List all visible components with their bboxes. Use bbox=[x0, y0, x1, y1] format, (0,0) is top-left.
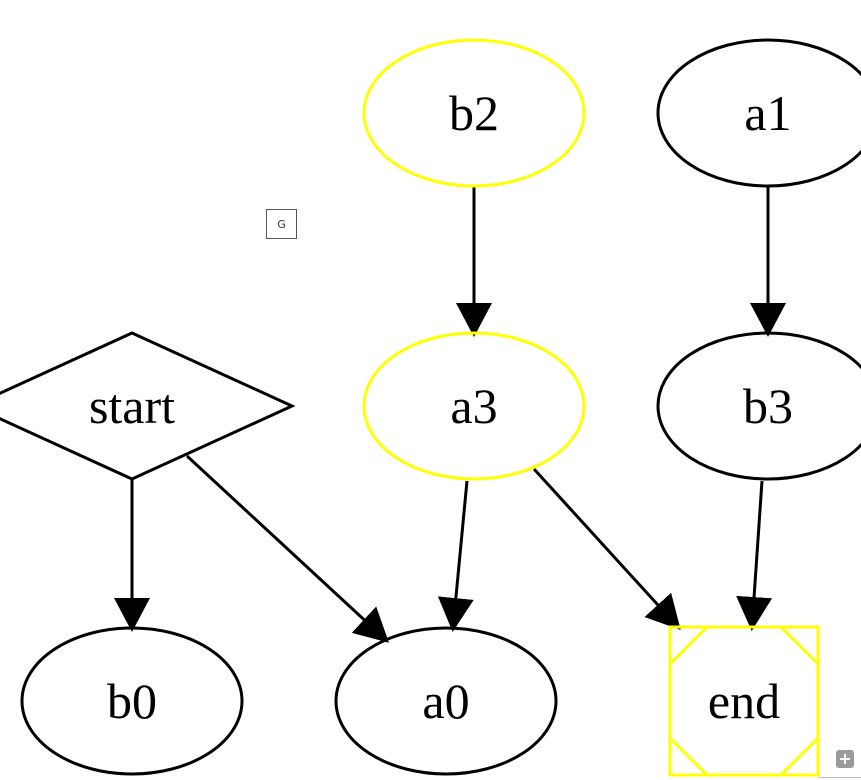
node-b0-label: b0 bbox=[107, 673, 157, 729]
node-a0-shape bbox=[334, 626, 558, 776]
node-b0[interactable]: b0 bbox=[20, 626, 244, 776]
edge-start-a0 bbox=[185, 454, 389, 643]
edge-a3-end bbox=[532, 467, 681, 630]
node-end-corner-marks bbox=[668, 625, 820, 777]
node-start-shape bbox=[0, 331, 296, 481]
node-b3-label: b3 bbox=[743, 378, 793, 434]
node-a1-label: a1 bbox=[744, 85, 791, 141]
node-a0-label: a0 bbox=[422, 673, 469, 729]
node-b2-shape bbox=[362, 38, 586, 188]
node-a3-shape bbox=[362, 331, 586, 481]
node-a1[interactable]: a1 bbox=[656, 38, 861, 188]
node-start[interactable]: start bbox=[0, 331, 296, 481]
cluster-label-tag[interactable]: G bbox=[266, 209, 297, 239]
edge-a3-a0 bbox=[437, 480, 474, 632]
bottom-divider bbox=[818, 777, 861, 778]
node-a3[interactable]: a3 bbox=[362, 331, 586, 481]
node-end-shape bbox=[668, 625, 820, 777]
node-b0-shape bbox=[20, 626, 244, 776]
node-b3-shape bbox=[656, 331, 861, 481]
edge-b3-end bbox=[736, 480, 773, 631]
node-b3[interactable]: b3 bbox=[656, 331, 861, 481]
node-a0[interactable]: a0 bbox=[334, 626, 558, 776]
node-a1-shape bbox=[656, 38, 861, 188]
node-b2-label: b2 bbox=[449, 85, 499, 141]
edges-layer bbox=[114, 187, 786, 643]
plus-square-icon[interactable]: + bbox=[836, 750, 854, 768]
node-end-label: end bbox=[708, 673, 780, 729]
node-b2[interactable]: b2 bbox=[362, 38, 586, 188]
node-end[interactable]: end bbox=[668, 625, 820, 777]
node-a3-label: a3 bbox=[450, 378, 497, 434]
node-start-label: start bbox=[89, 378, 175, 434]
